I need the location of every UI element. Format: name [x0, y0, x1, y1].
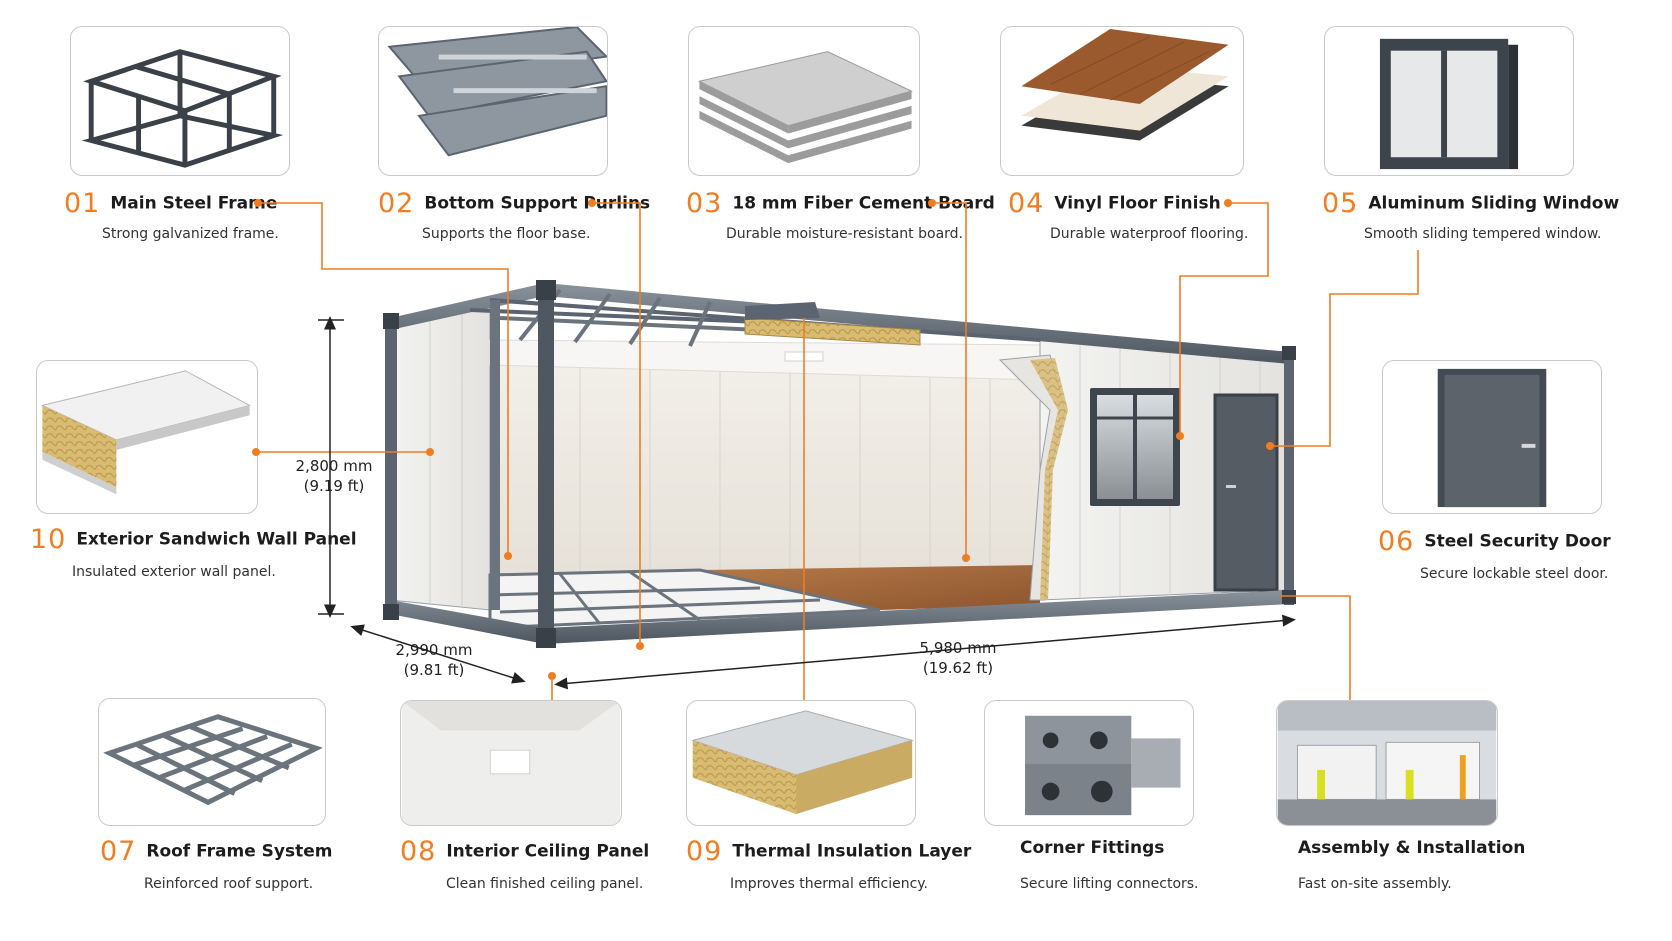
label-fiber-cement-board: 03 18 mm Fiber Cement Board	[686, 188, 995, 219]
width-ft: (9.81 ft)	[403, 661, 465, 679]
item-number: 07	[100, 836, 137, 867]
item-title: Interior Ceiling Panel	[446, 841, 650, 862]
item-title: Assembly & Installation	[1298, 838, 1526, 858]
width-mm: 2,990 mm	[395, 641, 473, 659]
item-description: Durable waterproof flooring.	[1050, 226, 1249, 242]
item-description: Insulated exterior wall panel.	[72, 564, 276, 580]
label-corner-fittings: Corner Fittings	[1020, 838, 1164, 858]
item-number: 03	[686, 188, 723, 219]
item-description: Secure lockable steel door.	[1420, 566, 1609, 582]
item-description: Reinforced roof support.	[144, 876, 314, 892]
label-thermal-insulation-layer: 09 Thermal Insulation Layer	[686, 836, 971, 867]
item-title: Corner Fittings	[1020, 838, 1165, 858]
width-dimension-label: 2,990 mm (9.81 ft)	[392, 640, 476, 680]
item-title: Roof Frame System	[146, 841, 333, 862]
item-description: Improves thermal efficiency.	[730, 876, 929, 892]
assembly-photo	[1276, 700, 1498, 826]
item-number: 08	[400, 836, 437, 867]
length-mm: 5,980 mm	[919, 639, 997, 657]
item-title: Thermal Insulation Layer	[732, 841, 972, 862]
label-interior-ceiling-panel: 08 Interior Ceiling Panel	[400, 836, 649, 867]
item-number: 05	[1322, 188, 1359, 219]
sliding-window-image	[1324, 26, 1574, 176]
label-aluminum-sliding-window: 05 Aluminum Sliding Window	[1322, 188, 1619, 219]
label-assembly-installation: Assembly & Installation	[1298, 838, 1525, 858]
item-title: Vinyl Floor Finish	[1054, 193, 1221, 214]
height-mm: 2,800 mm	[295, 457, 373, 475]
item-description: Strong galvanized frame.	[102, 226, 279, 242]
label-main-steel-frame: 01 Main Steel Frame	[64, 188, 277, 219]
label-roof-frame-system: 07 Roof Frame System	[100, 836, 332, 867]
item-description: Clean finished ceiling panel.	[446, 876, 644, 892]
length-ft: (19.62 ft)	[922, 659, 994, 677]
item-number: 09	[686, 836, 723, 867]
item-description: Durable moisture-resistant board.	[726, 226, 963, 242]
item-description: Fast on-site assembly.	[1298, 876, 1452, 892]
vinyl-floor-image	[1000, 26, 1244, 176]
steel-frame-image	[70, 26, 290, 176]
height-ft: (9.19 ft)	[303, 477, 365, 495]
item-number: 02	[378, 188, 415, 219]
insulation-image	[686, 700, 916, 826]
purlins-image	[378, 26, 608, 176]
item-description: Secure lifting connectors.	[1020, 876, 1199, 892]
item-title: Main Steel Frame	[110, 193, 278, 214]
length-dimension-label: 5,980 mm (19.62 ft)	[916, 638, 1000, 678]
item-description: Supports the floor base.	[422, 226, 591, 242]
item-title: 18 mm Fiber Cement Board	[732, 193, 995, 214]
cement-board-image	[688, 26, 920, 176]
item-title: Exterior Sandwich Wall Panel	[76, 529, 357, 550]
item-title: Bottom Support Purlins	[424, 193, 651, 214]
item-title: Steel Security Door	[1424, 531, 1611, 552]
item-description: Smooth sliding tempered window.	[1364, 226, 1602, 242]
label-vinyl-floor-finish: 04 Vinyl Floor Finish	[1008, 188, 1221, 219]
item-number: 10	[30, 524, 67, 555]
label-steel-security-door: 06 Steel Security Door	[1378, 526, 1611, 557]
height-dimension-label: 2,800 mm (9.19 ft)	[294, 456, 374, 496]
sandwich-panel-image	[36, 360, 258, 514]
corner-fitting-image	[984, 700, 1194, 826]
roof-frame-image	[98, 698, 326, 826]
steel-door-image	[1382, 360, 1602, 514]
item-number: 06	[1378, 526, 1415, 557]
label-bottom-support-purlins: 02 Bottom Support Purlins	[378, 188, 650, 219]
item-number: 01	[64, 188, 101, 219]
item-number: 04	[1008, 188, 1045, 219]
ceiling-panel-image	[400, 700, 622, 826]
label-exterior-sandwich-wall-panel: 10 Exterior Sandwich Wall Panel	[30, 524, 357, 555]
item-title: Aluminum Sliding Window	[1368, 193, 1620, 214]
